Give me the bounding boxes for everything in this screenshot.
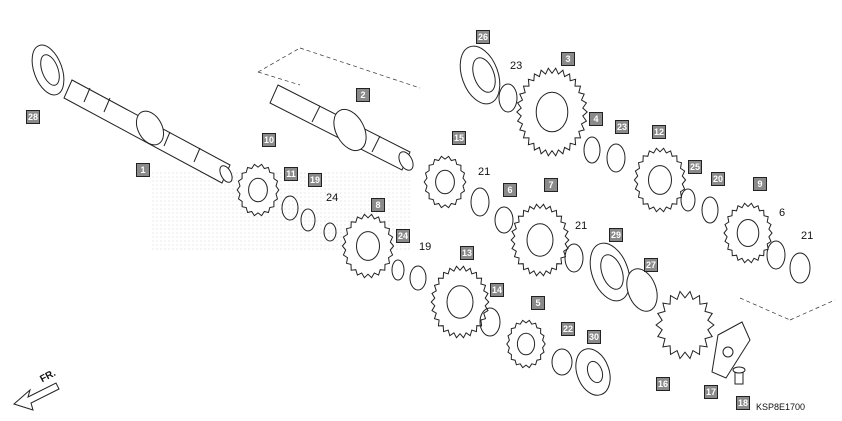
callout-14: 14 [490, 283, 505, 297]
callout-16: 16 [656, 377, 671, 391]
callout-4: 4 [589, 112, 603, 126]
drive-sprocket [655, 290, 715, 360]
gears-group [236, 67, 773, 369]
callout-24: 24 [396, 229, 411, 243]
callout-plain-23: 23 [510, 60, 523, 72]
guide-lines [257, 47, 836, 321]
gear-hub-3 [446, 285, 474, 319]
callout-8: 8 [371, 198, 385, 212]
bearing-28 [31, 44, 65, 96]
callout-3: 3 [561, 52, 575, 66]
callout-23: 23 [615, 120, 630, 134]
callout-15: 15 [452, 131, 467, 145]
fixing-plate [711, 321, 751, 385]
callout-plain-24: 24 [326, 192, 339, 204]
callout-6: 6 [503, 183, 517, 197]
callout-19: 19 [308, 173, 323, 187]
gear-hub-1 [356, 231, 380, 261]
callout-plain-6: 6 [779, 207, 786, 219]
callout-25: 25 [688, 160, 703, 174]
callout-13: 13 [460, 246, 475, 260]
callout-12: 12 [652, 125, 667, 139]
gear-hub-2 [435, 169, 455, 195]
callout-17: 17 [704, 385, 719, 399]
callout-plain-21: 21 [478, 166, 491, 178]
gear-hub-6 [516, 332, 536, 356]
callout-20: 20 [711, 172, 726, 186]
gear-hub-4 [535, 91, 569, 133]
callout-plain-21: 21 [801, 230, 814, 242]
bearings-lower [575, 242, 658, 396]
callout-29: 29 [609, 228, 624, 242]
callout-26: 26 [476, 30, 491, 44]
bearing-26 [459, 45, 501, 105]
gear-hub-8 [736, 219, 760, 247]
callout-plain-21: 21 [575, 220, 588, 232]
callout-30: 30 [587, 330, 602, 344]
callout-11: 11 [284, 167, 298, 181]
washers-group [281, 83, 811, 376]
callout-plain-19: 19 [419, 241, 432, 253]
gear-hub-5 [526, 223, 554, 257]
countershaft [269, 84, 414, 171]
callout-22: 22 [561, 322, 576, 336]
callout-28: 28 [26, 110, 41, 124]
front-arrow-icon [13, 382, 60, 411]
callout-2: 2 [356, 88, 370, 102]
callout-27: 27 [644, 258, 659, 272]
callout-1: 1 [136, 163, 150, 177]
callout-9: 9 [753, 177, 767, 191]
diagram-code: KSP8E1700 [756, 402, 806, 412]
callout-5: 5 [531, 296, 545, 310]
gear-hub-0 [248, 177, 268, 203]
callout-10: 10 [262, 133, 277, 147]
callout-7: 7 [544, 178, 558, 192]
gear-hub-7 [648, 165, 672, 195]
mainshaft [63, 79, 233, 184]
callout-18: 18 [736, 396, 751, 410]
